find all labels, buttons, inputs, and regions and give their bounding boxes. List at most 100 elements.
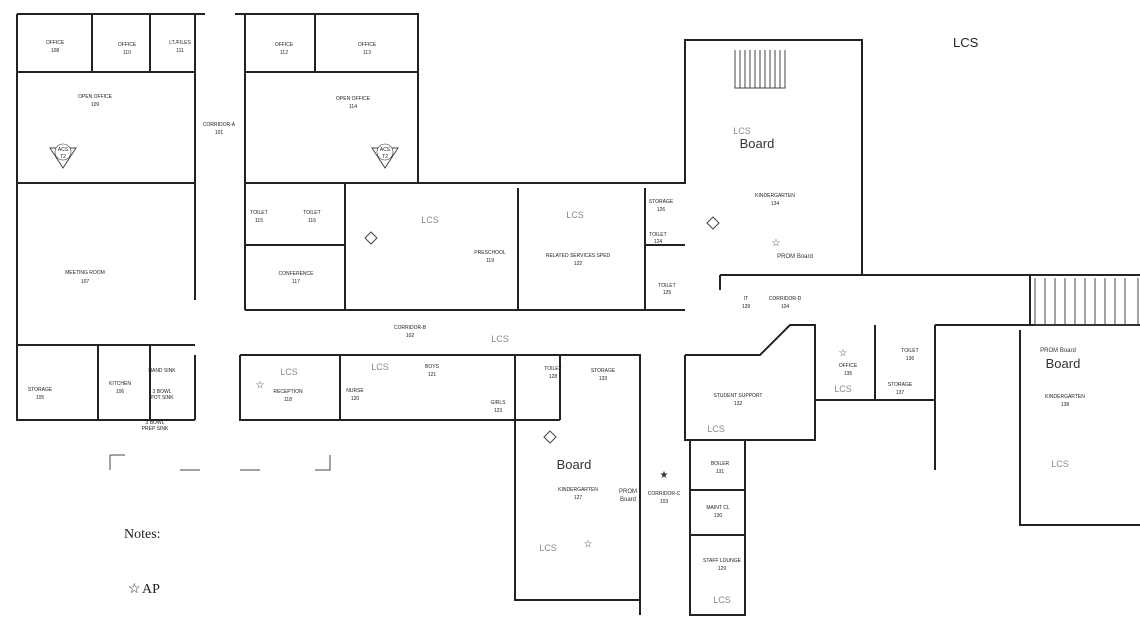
svg-text:102: 102 [406,333,415,339]
svg-text:☆: ☆ [839,348,848,359]
svg-text:LCS: LCS [1051,459,1069,469]
stairs [109,50,1139,471]
svg-text:3 BOWL: 3 BOWL [146,420,165,426]
room-toilet-128: TOILET 128 [544,366,561,380]
svg-text:OPEN OFFICE: OPEN OFFICE [336,96,371,102]
svg-text:HAND SINK: HAND SINK [148,368,176,374]
svg-text:134: 134 [771,201,780,207]
svg-text:☆: ☆ [584,539,593,550]
svg-text:126: 126 [657,207,666,213]
notes: Notes: ☆ AP [124,527,161,597]
svg-text:☆: ☆ [772,238,781,249]
svg-text:STORAGE: STORAGE [591,368,616,374]
svg-text:PROM: PROM [619,489,637,495]
title-tag: LCS [953,35,979,50]
svg-text:KINDERGARTEN: KINDERGARTEN [755,193,795,199]
svg-text:TOILET: TOILET [658,283,675,289]
svg-text:☆: ☆ [256,380,265,391]
svg-text:Board: Board [557,457,592,472]
svg-text:CORRIDOR-A: CORRIDOR-A [203,122,236,128]
svg-text:101: 101 [215,130,224,136]
room-corridor-a-101: CORRIDOR-A 101 [203,122,236,136]
svg-text:LCS: LCS [733,126,751,136]
svg-text:Board: Board [620,497,636,503]
svg-text:STORAGE: STORAGE [649,199,674,205]
svg-text:OFFICE: OFFICE [46,40,65,46]
svg-text:120: 120 [351,396,360,402]
svg-text:115: 115 [255,218,263,224]
svg-text:104: 104 [781,304,790,310]
svg-text:ACS: ACS [380,147,391,153]
walls [16,13,1140,616]
svg-text:LCS: LCS [539,543,557,553]
svg-text:108: 108 [51,48,60,54]
svg-text:130: 130 [714,513,723,519]
room-office-108: OFFICE 108 [46,40,65,54]
svg-text:103: 103 [660,499,669,505]
room-maint-cl-130: MAINT CL 130 [706,505,729,519]
svg-text:CORRIDOR-C: CORRIDOR-C [648,491,681,497]
svg-text:☆: ☆ [128,582,141,597]
svg-text:121: 121 [428,372,437,378]
room-kindergarten-134: KINDERGARTEN 134 [755,193,795,207]
svg-text:LT./FILES: LT./FILES [169,40,191,46]
compass-icon [364,216,720,444]
svg-text:139: 139 [742,304,751,310]
svg-text:135: 135 [844,371,853,377]
svg-text:ACS: ACS [58,147,69,153]
svg-text:128: 128 [549,374,558,380]
svg-text:106: 106 [116,389,125,395]
svg-text:STORAGE: STORAGE [28,387,53,393]
svg-text:136: 136 [906,356,915,362]
svg-text:MAINT CL: MAINT CL [706,505,729,511]
svg-text:131: 131 [716,469,725,475]
svg-text:STUDENT SUPPORT: STUDENT SUPPORT [714,393,763,399]
svg-text:LCS: LCS [421,215,439,225]
svg-text:114: 114 [349,104,357,110]
room-corridor-c-103: CORRIDOR-C 103 [648,491,681,505]
svg-text:CONFERENCE: CONFERENCE [278,271,314,277]
svg-text:KINDERGARTEN: KINDERGARTEN [1045,394,1085,400]
svg-text:Board: Board [1046,356,1081,371]
svg-text:OFFICE: OFFICE [118,42,137,48]
svg-text:LCS: LCS [566,210,584,220]
svg-text:CORRIDOR-D: CORRIDOR-D [769,296,802,302]
svg-text:107: 107 [81,279,90,285]
svg-text:T2: T2 [60,154,66,160]
svg-text:Board: Board [740,136,775,151]
svg-text:LCS: LCS [713,595,731,605]
svg-text:GIRLS: GIRLS [490,400,506,406]
svg-text:113: 113 [363,50,371,56]
room-corridor-d-104: CORRIDOR-D 104 [769,296,802,310]
svg-text:109: 109 [91,102,100,108]
svg-text:110: 110 [123,50,131,56]
svg-text:OFFICE: OFFICE [358,42,377,48]
svg-text:RELATED SERVICES SPED: RELATED SERVICES SPED [546,253,611,259]
svg-text:111: 111 [176,48,184,54]
svg-text:137: 137 [896,390,905,396]
svg-text:PRESCHOOL: PRESCHOOL [474,250,506,256]
svg-text:112: 112 [280,50,288,56]
svg-text:Notes:: Notes: [124,527,161,542]
svg-text:RECEPTION: RECEPTION [273,389,303,395]
svg-text:TOILET: TOILET [544,366,561,372]
svg-text:124: 124 [654,239,663,245]
